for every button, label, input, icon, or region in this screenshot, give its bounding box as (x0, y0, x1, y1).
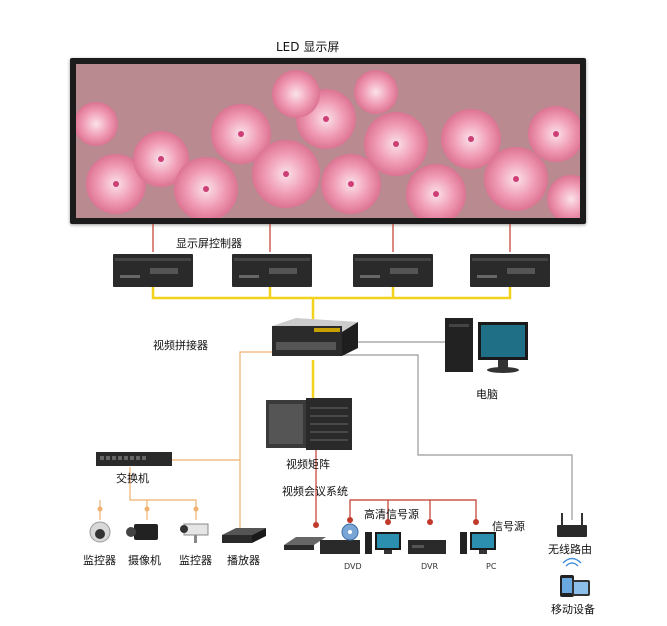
camera-label: 摄像机 (128, 554, 161, 567)
network-switch-icon (96, 452, 172, 466)
video-splicer-icon (272, 318, 358, 356)
monitor-label-2: 监控器 (179, 554, 212, 567)
rack-controller-icon (113, 254, 193, 287)
computer-icon (445, 318, 528, 373)
dvd-label: DVD (344, 562, 362, 571)
pc-icon (460, 532, 496, 554)
player-label: 播放器 (227, 554, 260, 567)
pc-label: PC (486, 562, 497, 571)
rack-controller-icon (353, 254, 433, 287)
computer-label: 电脑 (476, 388, 498, 401)
hd-source-label: 高清信号源 (364, 508, 419, 521)
video-camera-icon (126, 524, 158, 540)
video-matrix-icon (266, 398, 352, 450)
mobile-label: 移动设备 (551, 603, 595, 616)
media-player-icon (222, 528, 266, 543)
led-screen-label: LED 显示屏 (276, 40, 340, 54)
dvr-label: DVR (421, 562, 439, 571)
splicer-label: 视频拼接器 (153, 339, 208, 352)
controller-label: 显示屏控制器 (176, 237, 242, 250)
led-screen (70, 58, 586, 224)
monitor-label-1: 监控器 (83, 554, 116, 567)
mobile-device-icon (560, 557, 590, 597)
rack-controller-icon (232, 254, 312, 287)
video-conf-label: 视频会议系统 (282, 485, 348, 498)
wireless-router-icon (557, 513, 587, 537)
conference-device-icon (284, 537, 326, 550)
dvd-player-icon (320, 523, 360, 554)
router-label: 无线路由 (548, 543, 592, 556)
rack-controller-icon (470, 254, 550, 287)
signal-source-label: 信号源 (492, 520, 525, 533)
flower-photo (76, 64, 580, 218)
matrix-label: 视频矩阵 (286, 458, 330, 471)
switch-label: 交换机 (116, 472, 149, 485)
dvr-icon (408, 540, 446, 554)
dome-camera-icon (89, 521, 111, 543)
bullet-camera-icon (180, 523, 209, 543)
pc-icon (365, 532, 401, 554)
